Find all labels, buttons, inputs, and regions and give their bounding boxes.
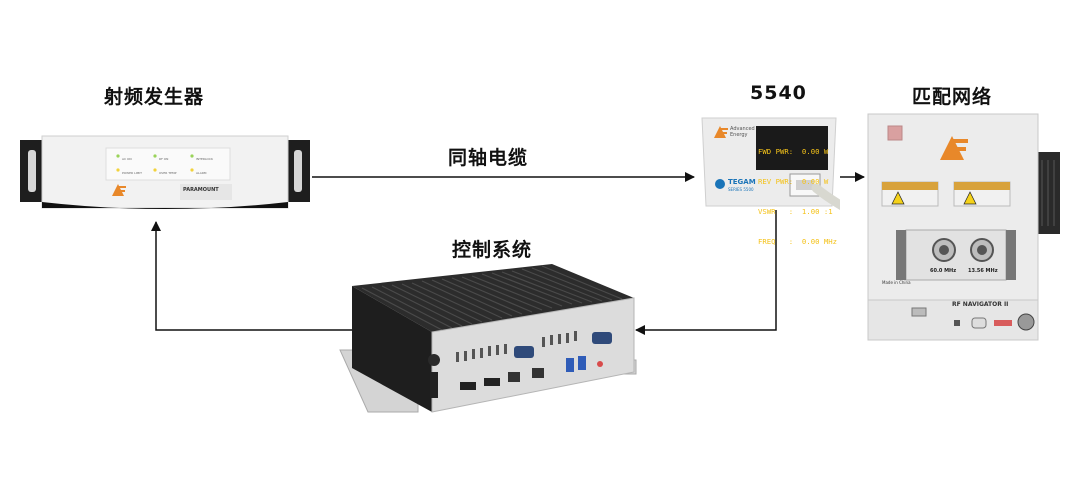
meter-line-freq: FREQ : 0.00 MHz — [758, 237, 838, 246]
matcher-freq-right: 13.56 MHz — [968, 268, 998, 274]
meter-brand-line2: Energy — [730, 132, 748, 138]
label-coax-cable: 同轴电缆 — [448, 147, 529, 169]
matching-network-device: 60.0 MHz 13.56 MHz Made in China RF NAVI… — [866, 112, 1062, 344]
meter-tegam: TEGAM — [728, 178, 756, 186]
indicator-alarm: ALARM — [196, 171, 207, 175]
arrow-controller-to-generator — [151, 221, 355, 331]
meter-display: FWD PWR: 0.00 W REV PWR: 0.00 W VSWR : 1… — [758, 127, 838, 267]
matcher-model: RF NAVIGATOR II — [952, 301, 1009, 308]
matcher-freq-left: 60.0 MHz — [930, 268, 957, 274]
matcher-made-in: Made in China — [882, 280, 911, 285]
indicator-interlock: INTERLOCK — [196, 157, 213, 161]
label-control-system: 控制系统 — [452, 239, 533, 261]
rf-generator-device: AC ON RF ON INTERLOCK POWER LIMIT OVER T… — [20, 132, 310, 212]
meter-5540-device: Advanced Energy FWD PWR: 0.00 W REV PWR:… — [698, 112, 840, 246]
generator-brand: PARAMOUNT — [183, 187, 219, 193]
meter-line-rev: REV PWR: 0.00 W — [758, 177, 829, 186]
control-system-device — [338, 262, 638, 420]
meter-line-vswr: VSWR : 1.00 :1 — [758, 207, 833, 216]
label-rf-generator: 射频发生器 — [104, 86, 205, 108]
label-matching-network: 匹配网络 — [912, 86, 993, 108]
arrow-meter-to-controller — [635, 210, 777, 335]
meter-brand-line1: Advanced — [730, 126, 755, 132]
indicator-rf-on: RF ON — [159, 157, 169, 161]
meter-line-fwd: FWD PWR: 0.00 W — [758, 147, 829, 156]
indicator-over-temp: OVER TEMP — [159, 171, 177, 175]
meter-series: SERIES 5500 — [728, 187, 754, 192]
indicator-ac-on: AC ON — [122, 157, 132, 161]
label-5540: 5540 — [750, 82, 807, 104]
indicator-power-limit: POWER LIMIT — [122, 171, 142, 175]
